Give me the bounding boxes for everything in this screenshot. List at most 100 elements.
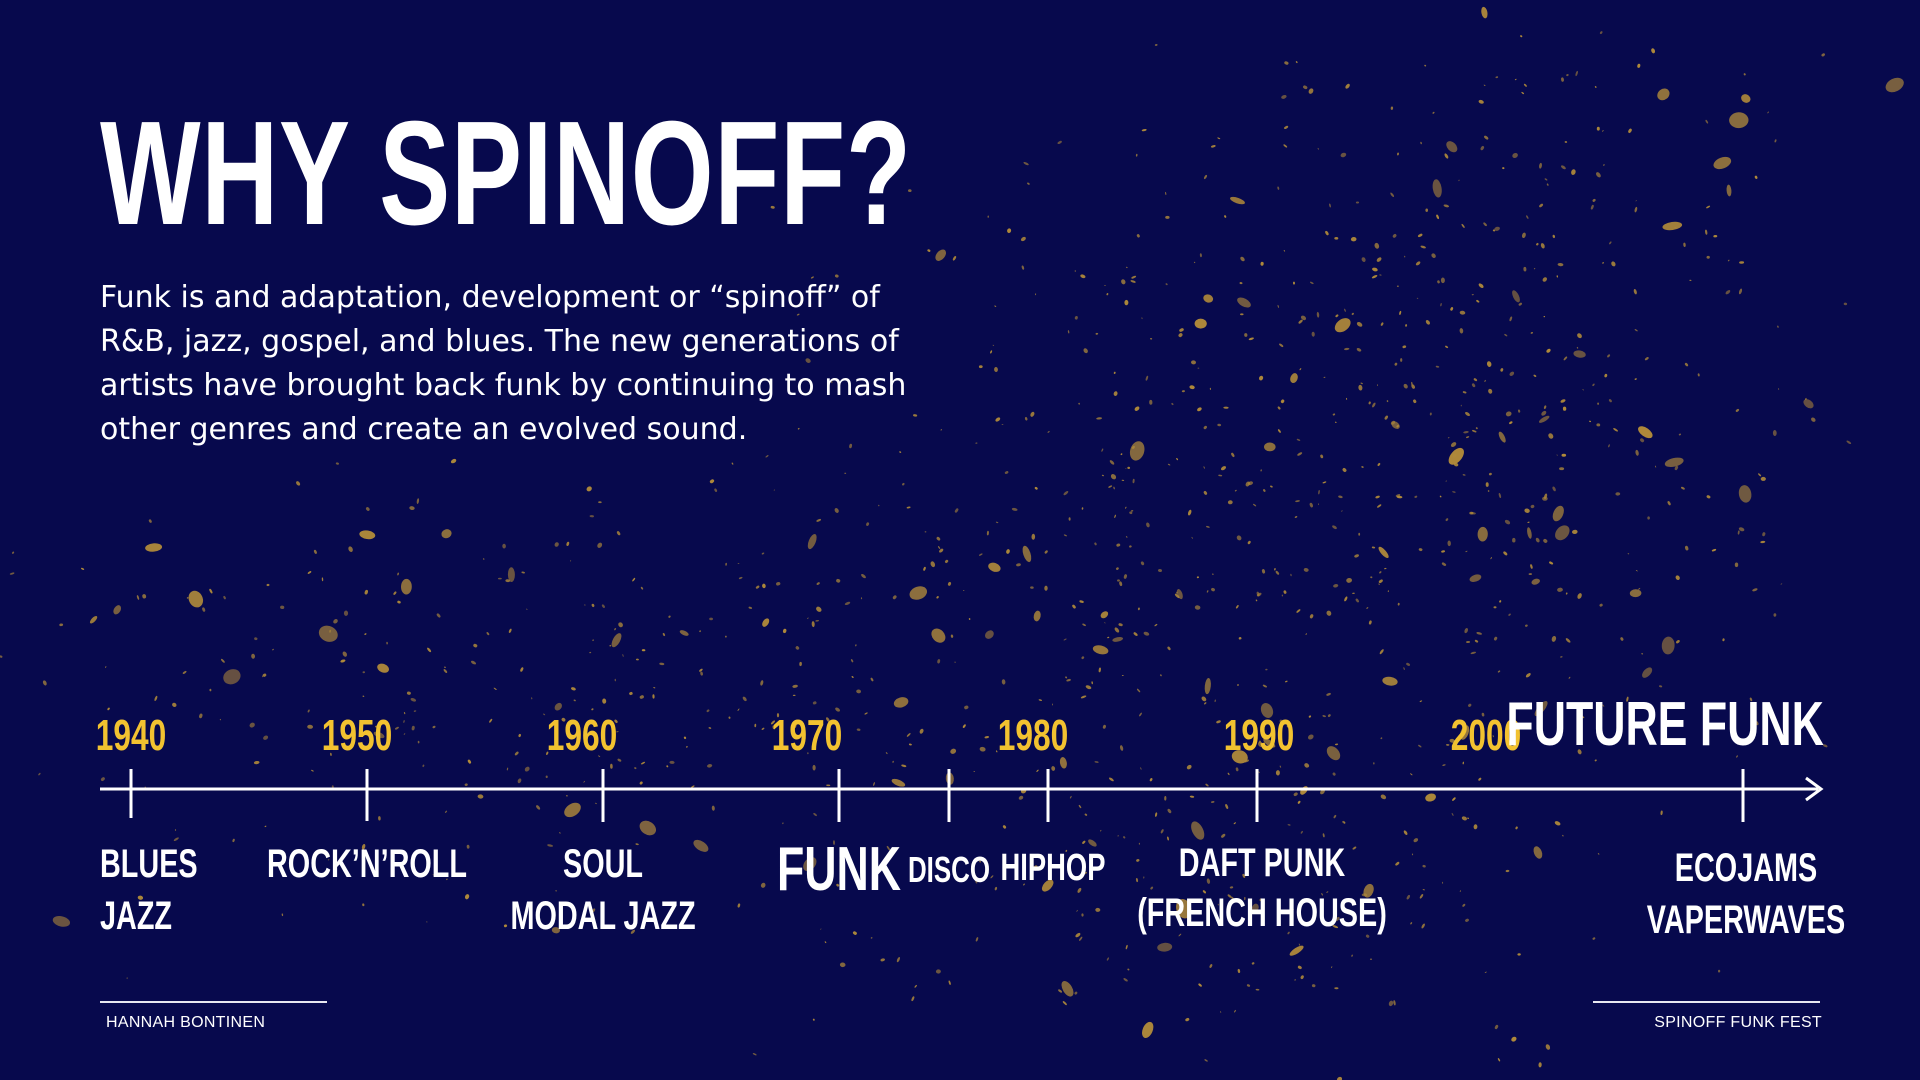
speckle: [1355, 598, 1359, 603]
speckle: [1079, 600, 1084, 603]
speckle: [1370, 576, 1373, 579]
speckle: [1214, 699, 1216, 703]
speckle: [1504, 519, 1511, 525]
speckle: [937, 659, 941, 664]
speckle: [1114, 627, 1120, 633]
speckle: [930, 561, 936, 568]
speckle: [573, 699, 576, 702]
speckle: [1615, 492, 1621, 496]
speckle: [1490, 556, 1493, 560]
speckle: [1780, 583, 1783, 585]
speckle: [209, 688, 212, 692]
speckle: [1478, 99, 1484, 104]
speckle: [1263, 489, 1266, 492]
speckle: [1419, 894, 1424, 899]
speckle: [264, 825, 267, 828]
speckle: [1697, 373, 1700, 377]
speckle: [307, 709, 310, 713]
year-1970: 1970: [771, 711, 843, 760]
speckle: [1204, 1059, 1208, 1062]
speckle: [641, 649, 646, 652]
speckle: [1197, 407, 1202, 412]
speckle: [1112, 636, 1124, 642]
speckle: [1174, 593, 1180, 599]
speckle: [1044, 550, 1048, 554]
speckle: [333, 619, 338, 624]
speckle: [1420, 245, 1426, 249]
speckle: [630, 929, 636, 934]
speckle: [1081, 507, 1084, 510]
speckle: [188, 590, 204, 608]
speckle: [1556, 454, 1558, 456]
speckle: [1705, 229, 1708, 235]
speckle: [1123, 836, 1126, 839]
speckle: [891, 778, 906, 787]
speckle: [505, 579, 510, 583]
speckle: [1074, 270, 1077, 272]
speckle: [979, 860, 981, 863]
speckle: [1597, 853, 1600, 855]
speckle: [728, 716, 731, 719]
speckle: [1465, 411, 1470, 417]
speckle: [1261, 569, 1266, 574]
speckle: [1326, 746, 1341, 761]
speckle: [1760, 476, 1766, 481]
speckle: [1085, 685, 1092, 690]
speckle: [136, 595, 140, 600]
speckle: [470, 660, 477, 665]
speckle: [1464, 628, 1468, 634]
speckle: [1300, 830, 1303, 834]
speckle: [995, 521, 999, 524]
speckle: [1592, 383, 1595, 387]
speckle: [1082, 871, 1087, 875]
speckle: [1206, 878, 1211, 884]
speckle: [223, 669, 241, 685]
speckle: [1237, 684, 1239, 686]
speckle: [1366, 607, 1369, 609]
speckle: [1543, 315, 1546, 318]
speckle: [1803, 399, 1814, 409]
speckle: [1081, 656, 1085, 660]
speckle: [1138, 842, 1141, 845]
speckle: [913, 414, 918, 417]
speckle: [978, 365, 983, 369]
speckle: [1738, 527, 1745, 532]
speckle: [1247, 540, 1251, 545]
speckle: [714, 488, 718, 492]
speckle: [350, 731, 356, 737]
speckle: [924, 531, 927, 533]
speckle: [952, 256, 957, 261]
speckle: [1084, 813, 1088, 816]
speckle: [1403, 383, 1408, 389]
speckle: [1379, 571, 1382, 574]
speckle: [1210, 145, 1216, 148]
speckle: [1345, 83, 1350, 89]
speckle: [1325, 230, 1329, 236]
speckle: [1035, 293, 1037, 296]
speckle: [839, 962, 846, 968]
speckle: [1447, 437, 1450, 439]
speckle: [1739, 261, 1745, 264]
speckle: [1420, 141, 1422, 145]
speckle: [1309, 281, 1314, 285]
speckle: [870, 677, 874, 682]
speckle: [1140, 767, 1142, 770]
speckle: [1308, 734, 1314, 740]
speckle: [964, 705, 969, 710]
speckle: [761, 552, 765, 555]
speckle: [1171, 402, 1174, 406]
speckle: [81, 567, 85, 570]
speckle: [342, 651, 348, 657]
speckle: [1246, 984, 1251, 987]
speckle: [1351, 954, 1353, 957]
speckle: [618, 622, 623, 628]
speckle: [1361, 893, 1368, 897]
speckle: [1197, 367, 1200, 369]
speckle: [1538, 415, 1550, 423]
speckle: [1296, 438, 1301, 441]
speckle: [1397, 152, 1399, 156]
speckle: [831, 380, 833, 384]
speckle: [683, 736, 687, 740]
speckle: [1384, 567, 1387, 570]
speckle: [554, 542, 559, 547]
